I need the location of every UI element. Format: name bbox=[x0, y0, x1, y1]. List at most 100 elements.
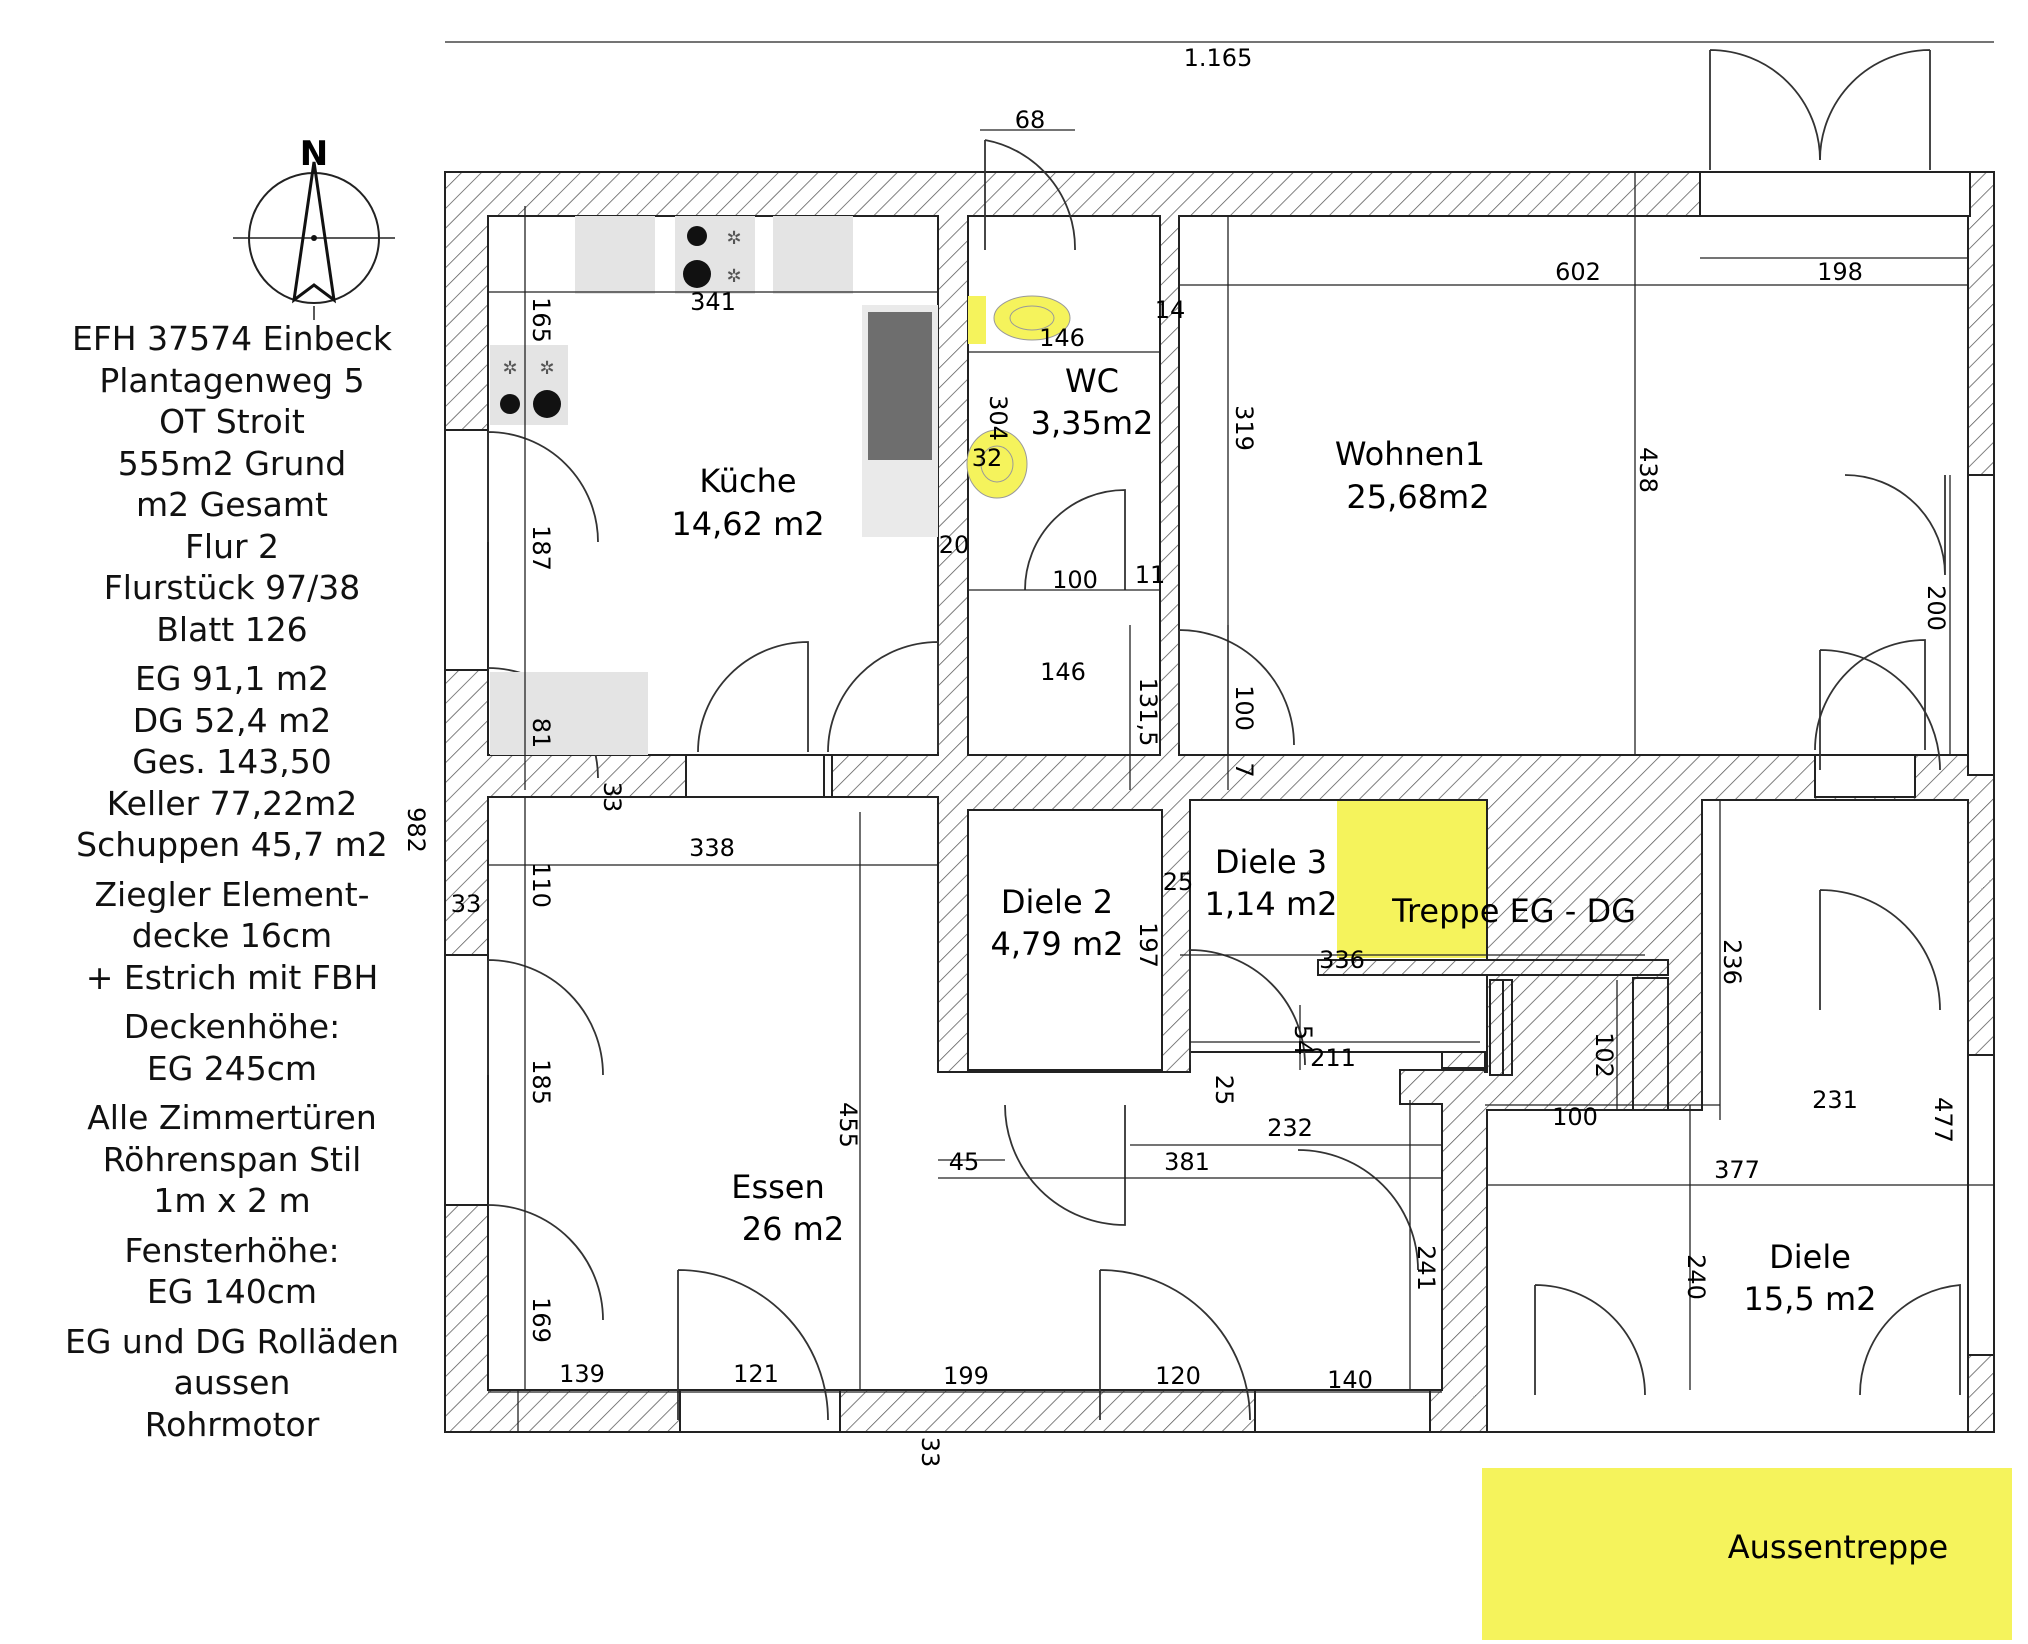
svg-text:4,79 m2: 4,79 m2 bbox=[991, 925, 1124, 963]
sink-icon bbox=[868, 312, 932, 460]
svg-text:✲: ✲ bbox=[726, 228, 741, 249]
dimension-label: 139 bbox=[559, 1360, 605, 1388]
room-wc: WC 3,35m2 bbox=[1031, 362, 1154, 442]
dimension-label: 121 bbox=[733, 1360, 779, 1388]
dimension-label: 477 bbox=[1929, 1097, 1957, 1143]
info-line: Alle Zimmertüren bbox=[87, 1098, 377, 1137]
room-labels: Küche 14,62 m2 WC 3,35m2 Wohnen1 25,68m2… bbox=[671, 362, 1948, 1566]
dimension-label: 11 bbox=[1135, 561, 1166, 589]
toilet-icon bbox=[966, 429, 1028, 499]
dimension-label: 7 bbox=[1230, 762, 1258, 777]
info-line: EFH 37574 Einbeck bbox=[71, 319, 393, 358]
svg-text:Diele 3: Diele 3 bbox=[1215, 843, 1327, 881]
dimension-label: 20 bbox=[939, 531, 970, 559]
info-line: EG und DG Rolläden bbox=[64, 1321, 399, 1361]
dimension-label: 68 bbox=[1015, 106, 1046, 134]
svg-text:3,35m2: 3,35m2 bbox=[1031, 404, 1154, 442]
room-diele3: Diele 3 1,14 m2 bbox=[1205, 843, 1338, 923]
info-line: Flur 2 bbox=[184, 526, 280, 566]
info-line: DG 52,4 m2 bbox=[132, 700, 332, 740]
svg-text:Diele 2: Diele 2 bbox=[1001, 883, 1113, 921]
info-line: Schuppen 45,7 m2 bbox=[76, 825, 388, 864]
info-line: Keller 77,22m2 bbox=[106, 783, 358, 823]
dimension-label: 120 bbox=[1155, 1362, 1201, 1390]
room-essen: Essen 26 m2 bbox=[731, 1168, 844, 1248]
svg-text:Wohnen1: Wohnen1 bbox=[1335, 435, 1485, 473]
info-line: Deckenhöhe: bbox=[123, 1007, 341, 1046]
dimension-label: 336 bbox=[1319, 946, 1365, 974]
svg-text:26 m2: 26 m2 bbox=[742, 1210, 844, 1248]
svg-text:WC: WC bbox=[1065, 362, 1119, 400]
info-line: 1m x 2 m bbox=[153, 1181, 311, 1220]
dimension-label: 100 bbox=[1230, 685, 1258, 731]
svg-text:✲: ✲ bbox=[539, 358, 554, 379]
svg-text:✲: ✲ bbox=[726, 266, 741, 287]
dimension-label: 165 bbox=[527, 297, 555, 343]
info-group: Fensterhöhe:EG 140cm bbox=[22, 1230, 442, 1313]
dimension-label: 341 bbox=[690, 288, 736, 316]
info-line: 555m2 Grund bbox=[117, 443, 347, 483]
info-line: EG 91,1 m2 bbox=[134, 659, 330, 698]
outdoor-stair-highlight bbox=[1482, 1468, 2012, 1640]
dimension-label: 169 bbox=[527, 1297, 555, 1343]
dimension-label: 110 bbox=[527, 862, 555, 908]
dimension-label: 241 bbox=[1412, 1245, 1440, 1291]
dimension-label: 602 bbox=[1555, 258, 1601, 286]
dimension-label: 102 bbox=[1590, 1032, 1618, 1078]
partitions bbox=[1317, 959, 1669, 1111]
dimension-label: 185 bbox=[527, 1059, 555, 1105]
svg-text:15,5 m2: 15,5 m2 bbox=[1744, 1280, 1877, 1318]
svg-text:✲: ✲ bbox=[502, 358, 517, 379]
room-kueche: Küche 14,62 m2 bbox=[671, 462, 824, 543]
dimension-label: 14 bbox=[1155, 296, 1186, 324]
info-line: Flurstück 97/38 bbox=[103, 568, 361, 607]
info-group: Deckenhöhe:EG 245cm bbox=[22, 1006, 442, 1089]
svg-text:Diele: Diele bbox=[1769, 1238, 1851, 1276]
compass-north-label: N bbox=[300, 134, 328, 174]
info-line: Röhrenspan Stil bbox=[102, 1139, 362, 1179]
info-line: aussen bbox=[173, 1363, 291, 1402]
info-group: Ziegler Element-decke 16cm+ Estrich mit … bbox=[22, 874, 442, 999]
dimension-label: 100 bbox=[1552, 1103, 1598, 1131]
dimension-label: 198 bbox=[1817, 258, 1863, 286]
dimension-label: 140 bbox=[1327, 1366, 1373, 1394]
dimension-label: 100 bbox=[1052, 566, 1098, 594]
dimension-label: 304 bbox=[984, 395, 1012, 441]
dimension-label: 377 bbox=[1714, 1156, 1760, 1184]
dimension-label: 199 bbox=[943, 1362, 989, 1390]
dimension-label: 319 bbox=[1230, 405, 1258, 451]
dimension-label: 54 bbox=[1289, 1025, 1317, 1056]
svg-text:Küche: Küche bbox=[699, 462, 796, 500]
dimension-label: 45 bbox=[949, 1148, 980, 1176]
dimension-label: 438 bbox=[1634, 447, 1662, 493]
dimension-label: 231 bbox=[1812, 1086, 1858, 1114]
info-line: + Estrich mit FBH bbox=[85, 957, 379, 997]
room-diele: Diele 15,5 m2 bbox=[1744, 1238, 1877, 1318]
dimension-label: 187 bbox=[527, 525, 555, 571]
dimension-label: 25 bbox=[1210, 1075, 1238, 1106]
info-line: Rohrmotor bbox=[144, 1404, 320, 1444]
dimension-label: 33 bbox=[451, 890, 482, 918]
dimension-label: 33 bbox=[598, 782, 626, 813]
walls bbox=[444, 171, 1995, 1433]
dimension-label: 982 bbox=[402, 807, 430, 853]
dimension-lines bbox=[444, 41, 1994, 1432]
dimension-label: 381 bbox=[1164, 1148, 1210, 1176]
doors bbox=[487, 49, 1961, 1421]
dimension-label: 32 bbox=[972, 444, 1003, 472]
stair-label: Treppe EG - DG bbox=[1391, 892, 1636, 930]
room-diele2: Diele 2 4,79 m2 bbox=[991, 883, 1124, 963]
dimension-label: 146 bbox=[1040, 658, 1086, 686]
dimension-label: 1.165 bbox=[1184, 44, 1253, 72]
dimension-label: 211 bbox=[1310, 1044, 1356, 1072]
dimension-label: 455 bbox=[834, 1102, 862, 1148]
dimension-label: 200 bbox=[1922, 585, 1950, 631]
compass-icon: N bbox=[233, 134, 395, 320]
window-openings bbox=[444, 171, 1995, 1433]
